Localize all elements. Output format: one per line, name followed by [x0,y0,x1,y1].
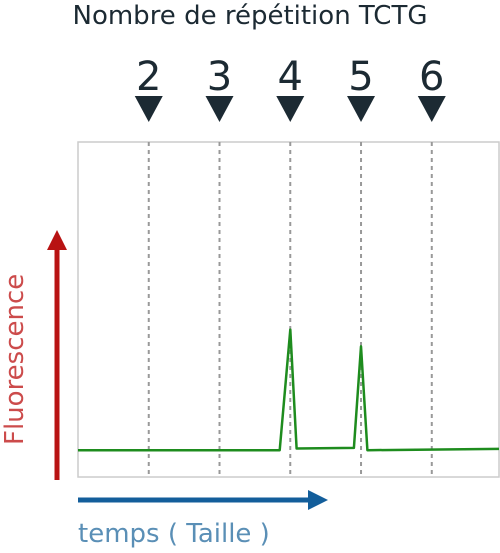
repeat-count-label: 6 [419,54,444,100]
plot-frame [77,141,500,478]
y-axis-label: Fluorescence [0,273,30,445]
x-axis-arrow [78,490,328,510]
fluorescence-trace [78,328,500,452]
x-axis-label: temps ( Taille ) [78,519,270,549]
down-triangle-icon [347,96,376,122]
repeat-count-label: 5 [348,54,373,100]
y-axis-arrow [47,230,67,480]
down-triangle-icon [276,96,305,122]
grid-lines [147,142,433,477]
repeat-count-label: 2 [136,54,161,100]
down-triangle-icon [134,96,163,122]
diagram-title: Nombre de répétition TCTG [72,1,428,31]
repeat-count-label: 4 [278,54,303,100]
repeat-count-label: 3 [207,54,232,100]
down-triangle-icon [417,96,446,122]
down-triangle-icon [205,96,234,122]
